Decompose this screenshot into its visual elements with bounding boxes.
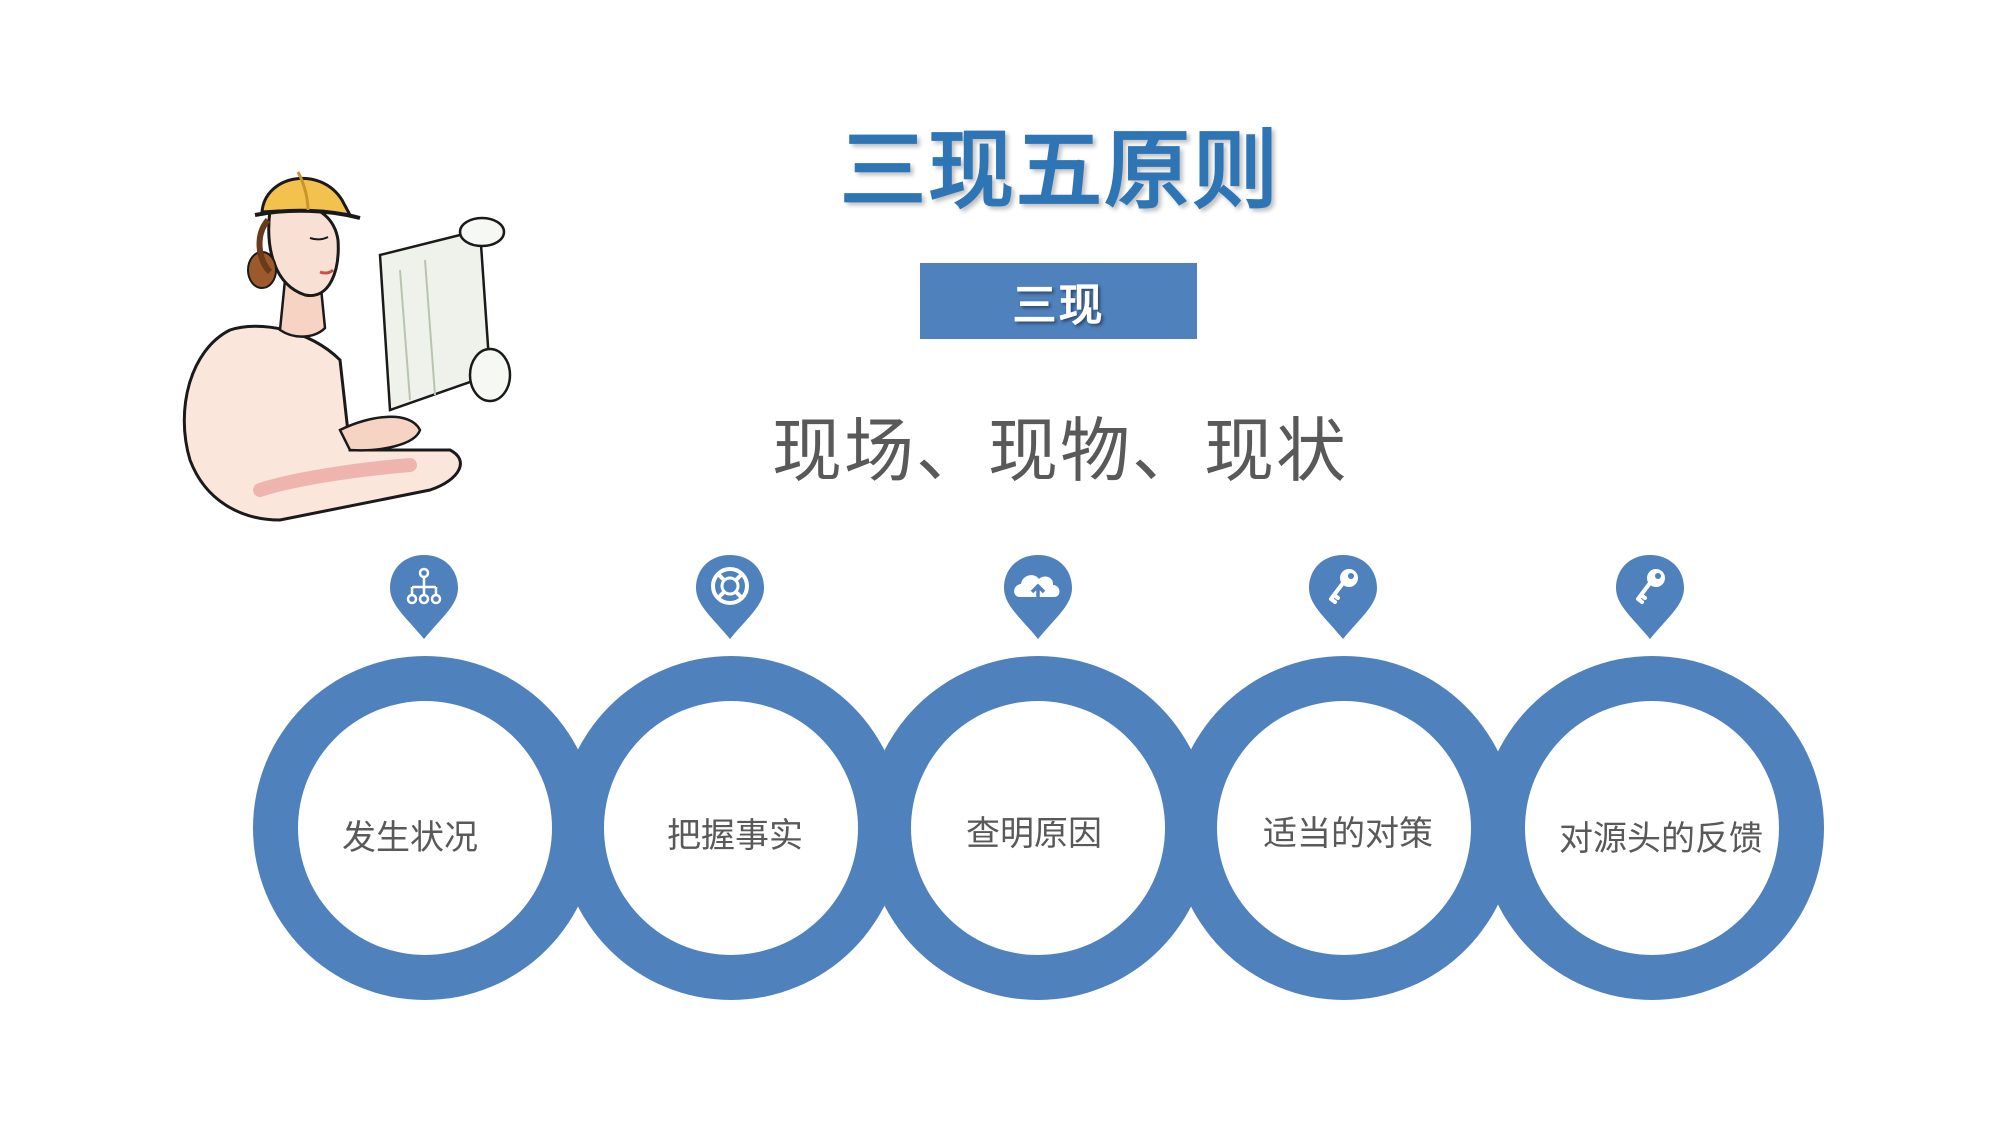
step-label-4: 适当的对策	[1263, 814, 1433, 854]
worker-illustration	[182, 171, 512, 522]
ring-center-1	[298, 701, 552, 955]
subtitle: 现场、现物、现状	[772, 410, 1348, 492]
hierarchy-icon	[390, 555, 458, 639]
step-label-2: 把握事实	[667, 816, 803, 856]
badge-label: 三现	[1012, 280, 1105, 331]
key-icon	[1616, 555, 1684, 639]
section-badge: 三现	[920, 263, 1197, 339]
cloud-upload-icon	[1004, 555, 1072, 639]
page-title: 三现五原则	[840, 121, 1280, 221]
ring-center-4	[1217, 701, 1471, 955]
ring-center-3	[911, 701, 1165, 955]
ring-center-2	[604, 701, 858, 955]
step-label-3: 查明原因	[966, 814, 1102, 854]
lifebuoy-icon	[696, 555, 764, 639]
ring-center-5	[1525, 701, 1779, 955]
key-icon	[1309, 555, 1377, 639]
step-label-5: 对源头的反馈	[1559, 819, 1763, 859]
step-label-1: 发生状况	[342, 818, 478, 858]
